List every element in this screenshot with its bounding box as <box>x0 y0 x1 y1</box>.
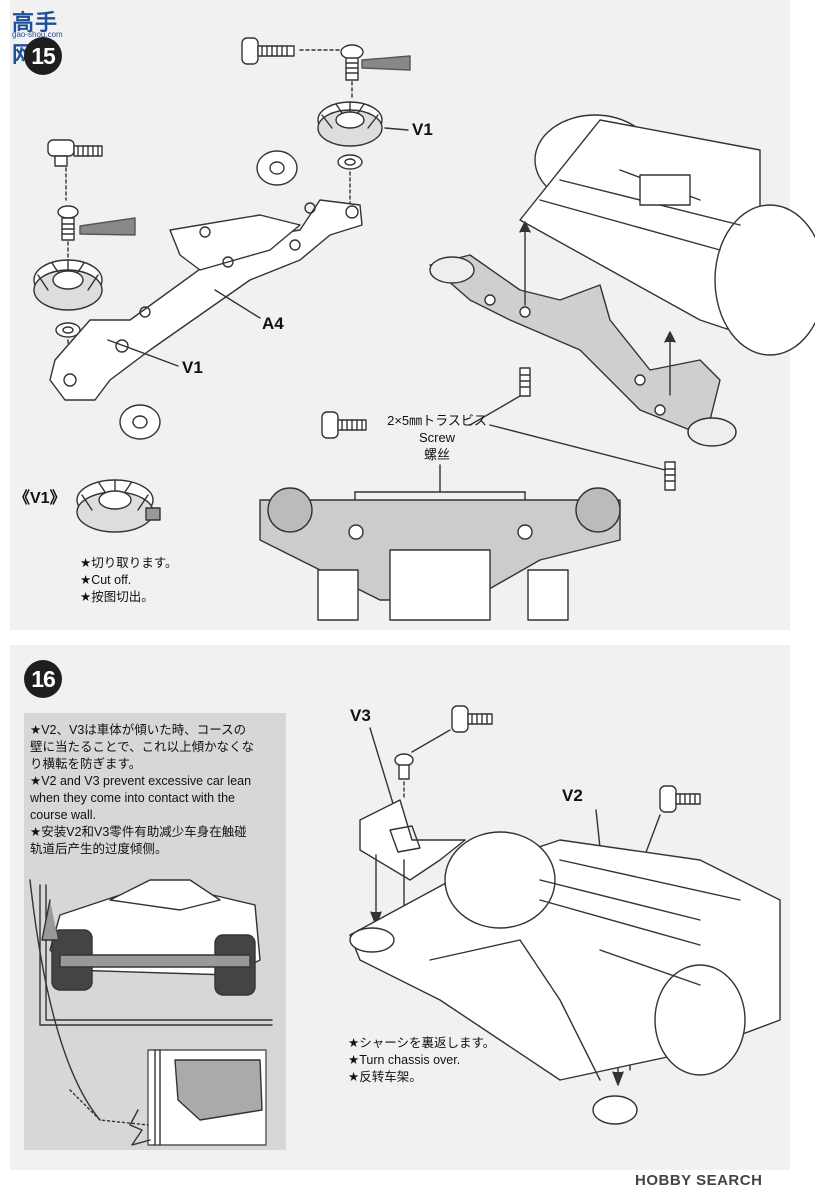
watermark-site-url: gao-shou.com <box>12 30 63 39</box>
chassis-rear-icon <box>519 114 815 356</box>
explanation-line-1: ★V2、V3は車体が傾いた時、コースの <box>30 723 247 737</box>
part-a4-arm-icon <box>49 199 363 401</box>
roller-v1-detail-icon <box>76 479 161 533</box>
screw-2x5-icon <box>321 411 367 439</box>
chassis-bottom-view-icon <box>259 487 621 621</box>
v1-detail-title: 《V1》 <box>14 490 66 507</box>
step-15-badge: 15 <box>24 37 62 75</box>
explanation-line-2: 壁に当たることで、これ以上傾かなくな <box>30 740 255 754</box>
screw-label: 2×5㎜トラスビス Screw 螺丝 <box>372 412 502 463</box>
roller-v1-left-icon <box>33 259 103 311</box>
screw-label-en: Screw <box>418 430 456 445</box>
cut-off-note-en: ★Cut off. <box>80 573 132 587</box>
car-lean-illustration-icon <box>39 879 273 1026</box>
label-v3: V3 <box>350 706 371 725</box>
label-v1-left: V1 <box>182 358 203 377</box>
screw-left-icon <box>47 139 103 167</box>
turn-over-note-en: ★Turn chassis over. <box>348 1053 461 1067</box>
hobby-search-logo: HOBBY SEARCH <box>635 1172 763 1189</box>
step-16-badge: 16 <box>24 660 62 698</box>
roller-v1-top-icon <box>317 101 383 147</box>
label-a4: A4 <box>262 314 284 333</box>
explanation-line-5: when they come into contact with the <box>30 791 235 805</box>
label-v2: V2 <box>562 786 583 805</box>
wall-contact-detail-icon <box>29 879 267 1146</box>
screw-v2-icon <box>659 785 701 813</box>
turn-over-notes: ★シャーシを裏返します。 ★Turn chassis over. ★反转车架。 <box>348 1035 495 1086</box>
chassis-upside-down-icon <box>349 831 781 1125</box>
screw-top-icon <box>241 37 295 65</box>
site-watermark-logo: 高手网 gao-shou.com <box>6 3 70 67</box>
screw-v3-icon <box>451 705 493 733</box>
part-a4-mounted-icon <box>429 254 737 447</box>
label-v1-top: V1 <box>412 120 433 139</box>
explanation-line-7: ★安装V2和V3零件有助减少车身在触碰 <box>30 825 247 839</box>
explanation-line-4: ★V2 and V3 prevent excessive car lean <box>30 774 252 788</box>
part-v3-icon <box>359 799 466 881</box>
explanation-line-3: り横転を防ぎます。 <box>30 757 142 771</box>
screw-vertical-top-icon <box>340 44 411 81</box>
cut-off-note-jp: ★切り取ります。 <box>80 556 178 570</box>
screw-label-cn: 螺丝 <box>423 447 450 462</box>
cut-off-note-cn: ★按图切出。 <box>80 590 154 604</box>
turn-over-note-jp: ★シャーシを裏返します。 <box>348 1036 496 1050</box>
explanation-line-6: course wall. <box>30 808 96 822</box>
step-16-explanation: ★V2、V3は車体が傾いた時、コースの 壁に当たることで、これ以上傾かなくな り… <box>30 722 280 858</box>
screw-label-jp: 2×5㎜トラスビス <box>387 413 487 428</box>
turn-over-note-cn: ★反转车架。 <box>348 1070 422 1084</box>
explanation-line-8: 轨道后产生的过度倾侧。 <box>30 842 168 856</box>
cut-off-notes: ★切り取ります。 ★Cut off. ★按图切出。 <box>80 555 177 606</box>
